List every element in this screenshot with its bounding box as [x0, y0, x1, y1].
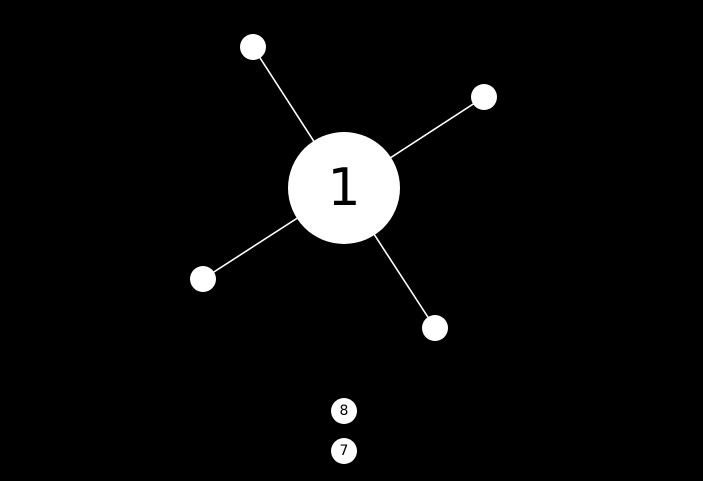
core-circle	[288, 132, 400, 244]
level-number: 1	[327, 158, 360, 218]
queue-pin-ball	[331, 438, 357, 464]
queue-pin-ball[interactable]	[331, 398, 357, 424]
rotating-core: 1	[288, 132, 400, 244]
queue-pin[interactable]: 8	[331, 398, 357, 424]
pin-queue[interactable]: 8 7	[331, 398, 357, 464]
queue-pin-label: 7	[340, 443, 349, 459]
queue-pin: 7	[331, 438, 357, 464]
pin-head	[190, 266, 216, 292]
pin-head	[422, 315, 448, 341]
queue-pin-label: 8	[340, 403, 349, 419]
pin-head	[471, 84, 497, 110]
pin-head	[240, 34, 266, 60]
